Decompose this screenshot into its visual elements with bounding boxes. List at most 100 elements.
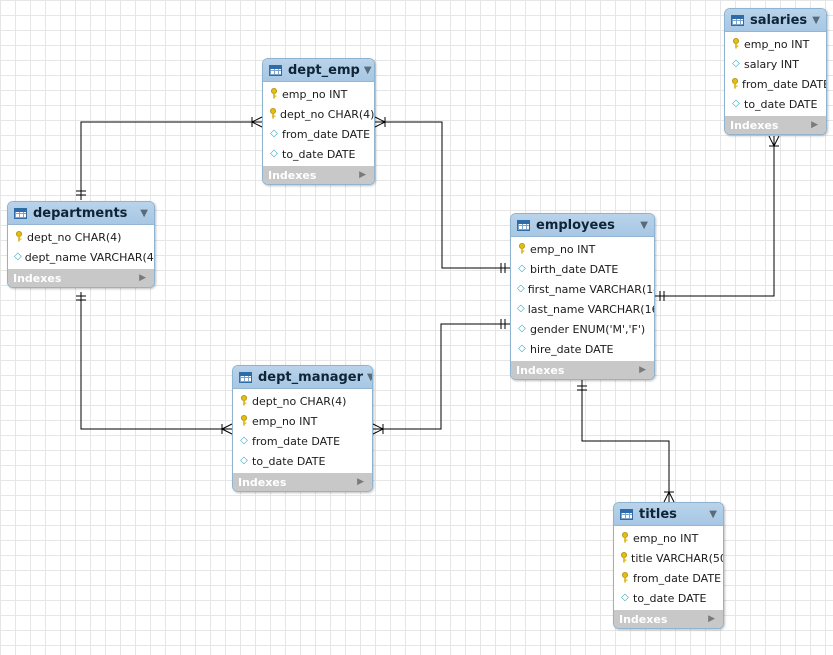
entity-header[interactable]: dept_emp ▼ [263, 59, 374, 82]
expand-arrow-icon[interactable]: ▶ [811, 120, 818, 130]
entity-dept-emp[interactable]: dept_emp ▼ emp_no INT dept_no CHAR(4) ◇f… [262, 58, 375, 185]
collapse-arrow-icon[interactable]: ▼ [709, 508, 717, 520]
column-row[interactable]: ◇ from_date DATE [233, 431, 372, 451]
column-label: to_date DATE [633, 591, 707, 605]
expand-arrow-icon[interactable]: ▶ [139, 273, 146, 283]
indexes-section[interactable]: Indexes ▶ [233, 473, 372, 491]
indexes-label: Indexes [268, 168, 317, 182]
entity-header[interactable]: dept_manager ▼ [233, 366, 372, 389]
column-row[interactable]: emp_no INT [263, 84, 374, 104]
column-label: hire_date DATE [530, 342, 614, 356]
collapse-arrow-icon[interactable]: ▼ [640, 219, 648, 231]
column-label: to_date DATE [282, 147, 356, 161]
entity-header[interactable]: salaries ▼ [725, 9, 826, 32]
column-row[interactable]: ◇first_name VARCHAR(14) [511, 279, 654, 299]
field-diamond-icon: ◇ [518, 323, 526, 334]
column-row[interactable]: ◇from_date DATE [263, 124, 374, 144]
column-row[interactable]: from_date DATE [614, 568, 723, 588]
key-icon [269, 107, 277, 121]
table-icon [731, 14, 744, 26]
collapse-arrow-icon[interactable]: ▼ [367, 372, 372, 383]
column-list: dept_no CHAR(4) emp_no INT ◇ from_date DA… [233, 389, 372, 473]
column-row[interactable]: ◇dept_name VARCHAR(40) [8, 247, 154, 267]
column-label: emp_no INT [633, 531, 699, 545]
entity-employees[interactable]: employees ▼ emp_no INT ◇birth_date DATE … [510, 213, 655, 380]
table-icon [239, 371, 252, 383]
entity-title: salaries [750, 12, 808, 28]
relationship-employees-dept-manager[interactable] [372, 319, 510, 435]
column-list: dept_no CHAR(4) ◇dept_name VARCHAR(40) [8, 225, 154, 269]
column-row[interactable]: emp_no INT [511, 239, 654, 259]
key-icon [731, 77, 739, 91]
entity-title: departments [33, 205, 128, 221]
column-row[interactable]: title VARCHAR(50) [614, 548, 723, 568]
table-icon [269, 64, 282, 76]
column-row[interactable]: ◇last_name VARCHAR(16) [511, 299, 654, 319]
expand-arrow-icon[interactable]: ▶ [639, 365, 646, 375]
entity-header[interactable]: titles ▼ [614, 503, 723, 526]
entity-titles[interactable]: titles ▼ emp_no INT title VARCHAR(50) fr… [613, 502, 724, 629]
collapse-arrow-icon[interactable]: ▼ [812, 14, 820, 26]
column-list: emp_no INT ◇birth_date DATE ◇first_name … [511, 237, 654, 361]
column-list: emp_no INT ◇ salary INT from_date DATE ◇t… [725, 32, 826, 116]
indexes-label: Indexes [13, 271, 62, 285]
entity-departments[interactable]: departments ▼ dept_no CHAR(4) ◇dept_name… [7, 201, 155, 288]
expand-arrow-icon[interactable]: ▶ [359, 170, 366, 180]
indexes-label: Indexes [516, 363, 565, 377]
key-icon [620, 551, 628, 565]
field-diamond-icon: ◇ [517, 283, 525, 294]
column-row[interactable]: ◇ to_date DATE [614, 588, 723, 608]
column-label: salary INT [744, 57, 799, 71]
column-row[interactable]: emp_no INT [614, 528, 723, 548]
collapse-arrow-icon[interactable]: ▼ [140, 207, 148, 219]
column-label: from_date DATE [252, 434, 341, 448]
column-label: from_date DATE [742, 77, 827, 91]
column-row[interactable]: from_date DATE [725, 74, 826, 94]
indexes-section[interactable]: Indexes ▶ [8, 269, 154, 287]
field-diamond-icon: ◇ [14, 251, 22, 262]
column-row[interactable]: ◇to_date DATE [263, 144, 374, 164]
expand-arrow-icon[interactable]: ▶ [357, 477, 364, 487]
key-icon [269, 87, 279, 101]
column-row[interactable]: ◇hire_date DATE [511, 339, 654, 359]
indexes-section[interactable]: Indexes ▶ [614, 610, 723, 628]
column-label: birth_date DATE [530, 262, 619, 276]
field-diamond-icon: ◇ [732, 98, 740, 109]
column-row[interactable]: emp_no INT [725, 34, 826, 54]
indexes-section[interactable]: Indexes ▶ [511, 361, 654, 379]
indexes-section[interactable]: Indexes ▶ [263, 166, 374, 184]
key-icon [731, 37, 741, 51]
column-row[interactable]: dept_no CHAR(4) [8, 227, 154, 247]
column-row[interactable]: emp_no INT [233, 411, 372, 431]
column-label: emp_no INT [252, 414, 318, 428]
relationship-employees-salaries[interactable] [655, 135, 780, 301]
column-row[interactable]: ◇to_date DATE [725, 94, 826, 114]
column-row[interactable]: ◇gender ENUM('M','F') [511, 319, 654, 339]
column-row[interactable]: ◇birth_date DATE [511, 259, 654, 279]
field-diamond-icon: ◇ [621, 592, 629, 603]
column-label: emp_no INT [530, 242, 596, 256]
entity-title: employees [536, 217, 615, 233]
column-row[interactable]: dept_no CHAR(4) [233, 391, 372, 411]
collapse-arrow-icon[interactable]: ▼ [363, 64, 372, 76]
indexes-label: Indexes [730, 118, 779, 132]
expand-arrow-icon[interactable]: ▶ [708, 614, 715, 624]
relationship-departments-dept-manager[interactable] [76, 292, 233, 435]
column-label: dept_no CHAR(4) [27, 230, 122, 244]
entity-dept-manager[interactable]: dept_manager ▼ dept_no CHAR(4) emp_no IN… [232, 365, 373, 492]
relationship-employees-dept-emp[interactable] [374, 116, 510, 273]
entity-salaries[interactable]: salaries ▼ emp_no INT ◇ salary INT from_d… [724, 8, 827, 135]
table-icon [517, 219, 530, 231]
column-row[interactable]: ◇ salary INT [725, 54, 826, 74]
field-diamond-icon: ◇ [240, 435, 248, 446]
table-icon [620, 508, 633, 520]
column-row[interactable]: ◇to_date DATE [233, 451, 372, 471]
entity-header[interactable]: departments ▼ [8, 202, 154, 225]
indexes-section[interactable]: Indexes ▶ [725, 116, 826, 134]
entity-header[interactable]: employees ▼ [511, 214, 654, 237]
column-row[interactable]: dept_no CHAR(4) [263, 104, 374, 124]
relationship-employees-titles[interactable] [577, 380, 675, 503]
field-diamond-icon: ◇ [732, 58, 740, 69]
relationship-departments-dept-emp[interactable] [76, 116, 263, 200]
